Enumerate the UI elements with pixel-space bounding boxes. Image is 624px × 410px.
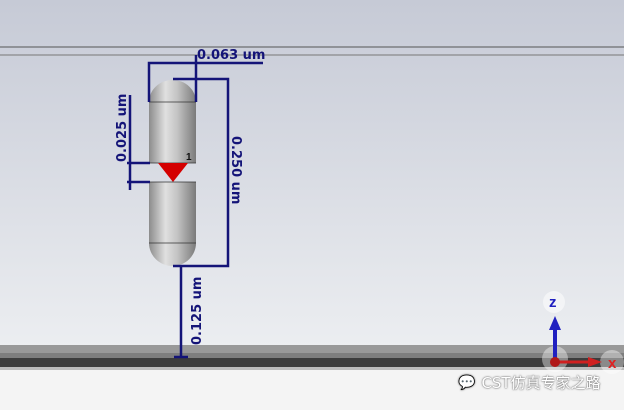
- dimension-height[interactable]: [174, 266, 188, 359]
- axis-triad[interactable]: z x: [542, 291, 624, 374]
- dimension-gap[interactable]: [127, 95, 150, 190]
- ground-plane[interactable]: [0, 345, 624, 370]
- dipole-upper-arm[interactable]: [149, 80, 196, 164]
- watermark: 💬 CST仿真专家之路: [458, 372, 601, 393]
- port-label: 1: [186, 152, 192, 163]
- z-axis-label: z: [549, 294, 557, 311]
- dimension-total-length[interactable]: [173, 77, 230, 268]
- port-cone[interactable]: [158, 163, 188, 182]
- x-axis-label: x: [608, 355, 617, 372]
- dimension-height-label: 0.125 um: [190, 277, 205, 345]
- dimension-width-label: 0.063 um: [197, 48, 265, 63]
- wechat-icon: 💬: [458, 374, 476, 391]
- watermark-text: CST仿真专家之路: [481, 374, 601, 392]
- dimension-gap-label: 0.025 um: [115, 94, 130, 162]
- dimension-total-length-label: 0.250 um: [228, 136, 243, 204]
- dipole-lower-arm[interactable]: [149, 181, 196, 266]
